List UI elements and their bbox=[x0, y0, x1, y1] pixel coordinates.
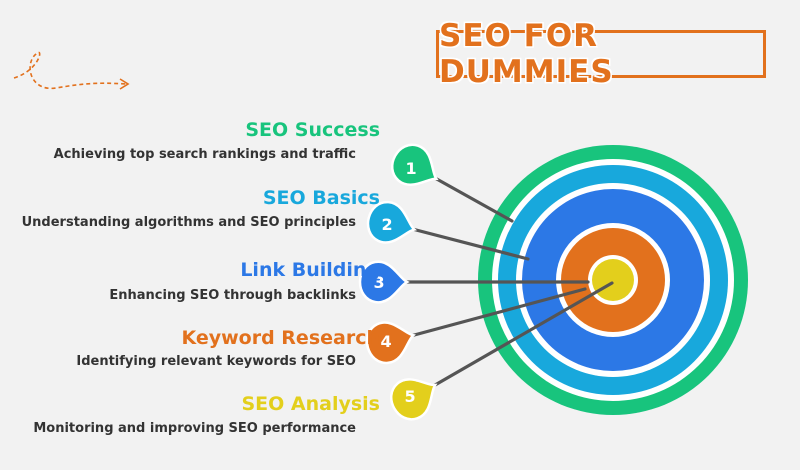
item-3-title: Link Building bbox=[240, 259, 380, 281]
item-4-title: Keyword Research bbox=[181, 327, 380, 349]
item-4-description: Identifying relevant keywords for SEO bbox=[76, 354, 356, 369]
dashed-arrow-icon bbox=[13, 51, 130, 90]
dart-flight-3: 3 bbox=[358, 260, 410, 304]
dart-number-1: 1 bbox=[405, 159, 416, 178]
dart-shaft-4 bbox=[390, 287, 587, 343]
dart-flight-5: 5 bbox=[390, 378, 438, 421]
dart-number-5: 5 bbox=[404, 387, 415, 406]
title-box: SEO FOR DUMMIES bbox=[436, 18, 766, 90]
page-title: SEO FOR DUMMIES bbox=[439, 18, 614, 90]
dart-number-3: 3 bbox=[373, 273, 384, 292]
dart-shaft-5 bbox=[414, 281, 614, 398]
dart-flight-2: 2 bbox=[366, 200, 417, 244]
dart-flight-1: 1 bbox=[391, 143, 439, 186]
item-5-description: Monitoring and improving SEO performance bbox=[33, 421, 356, 436]
dart-number-4: 4 bbox=[380, 332, 391, 351]
item-1-title: SEO Success bbox=[245, 119, 380, 141]
item-3-description: Enhancing SEO through backlinks bbox=[109, 288, 356, 303]
dart-flight-4: 4 bbox=[365, 321, 416, 365]
target-ring-yellow bbox=[592, 259, 634, 301]
item-2-title: SEO Basics bbox=[262, 187, 380, 209]
item-1-description: Achieving top search rankings and traffi… bbox=[53, 147, 356, 162]
dart-number-2: 2 bbox=[381, 215, 392, 234]
item-5-title: SEO Analysis bbox=[241, 393, 380, 415]
item-2-description: Understanding algorithms and SEO princip… bbox=[21, 215, 356, 230]
